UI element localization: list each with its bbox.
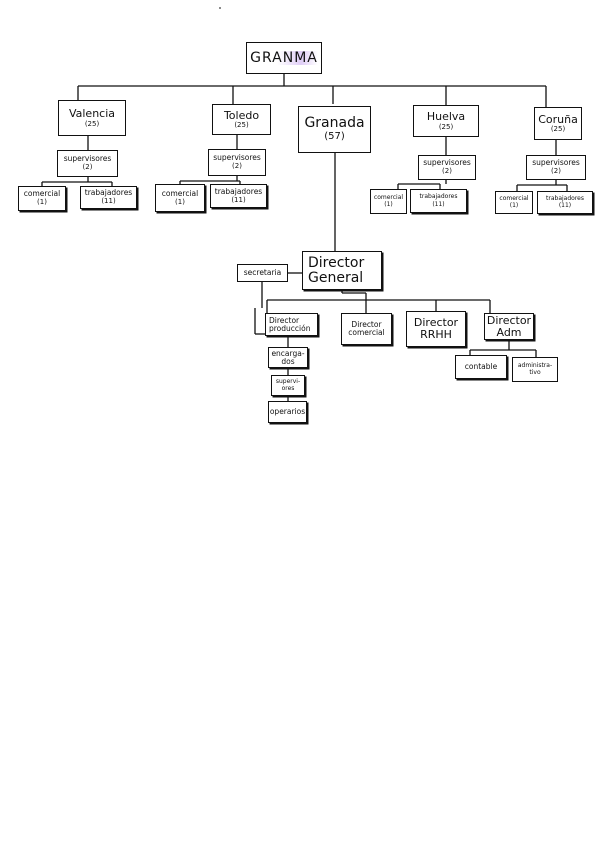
node-coruna-comercial: comercial (1) — [495, 191, 533, 214]
node-director-general: Director General — [302, 251, 382, 290]
node-secretaria: secretaria — [237, 264, 288, 282]
label: supervisores — [63, 154, 112, 164]
label: comercial — [23, 189, 61, 199]
node-toledo-count: (25) — [234, 121, 249, 130]
node-granada-label: Granada — [304, 115, 365, 132]
node-coruna-supervisores: supervisores (2) — [526, 155, 586, 180]
label: comercial — [499, 194, 529, 202]
node-toledo-label: Toledo — [223, 108, 260, 122]
node-director-rrhh: Director RRHH — [406, 311, 466, 347]
label: Director producción — [269, 315, 311, 333]
node-toledo: Toledo (25) — [212, 104, 271, 135]
label: comercial — [373, 193, 404, 201]
label: trabajadores — [214, 186, 263, 196]
node-toledo-supervisores: supervisores (2) — [208, 149, 266, 176]
label: contable — [464, 362, 498, 372]
stray-mark — [219, 7, 221, 9]
node-coruna: Coruña (25) — [534, 107, 582, 140]
node-coruna-count: (25) — [550, 125, 566, 134]
count: (2) — [82, 163, 93, 172]
label: Director General — [308, 254, 365, 286]
label: supervisores — [423, 158, 471, 168]
node-director-adm: Director Adm — [484, 313, 534, 340]
node-director-comercial: Director comercial — [341, 313, 392, 345]
node-operarios: operarios — [268, 401, 307, 423]
node-contable: contable — [455, 355, 507, 379]
node-valencia-comercial: comercial (1) — [18, 186, 66, 211]
count: (1) — [175, 197, 185, 206]
node-valencia-supervisores: supervisores (2) — [57, 150, 118, 177]
node-huelva-trabajadores: trabajadores (11) — [410, 189, 467, 213]
label: secretaria — [243, 268, 282, 278]
label: supervi-ores — [275, 378, 301, 392]
count: (11) — [101, 197, 116, 206]
node-encargados: encarga-dos — [268, 347, 308, 368]
node-huelva-count: (25) — [438, 122, 454, 131]
node-huelva-supervisores: supervisores (2) — [418, 155, 476, 180]
node-supervisores-granada: supervi-ores — [271, 375, 305, 396]
root-node-granma: GRANMA — [246, 42, 322, 74]
count: (2) — [442, 167, 452, 176]
label: operarios — [269, 407, 306, 417]
count: (11) — [558, 202, 572, 209]
node-valencia-trabajadores: trabajadores (11) — [80, 186, 137, 209]
node-toledo-comercial: comercial (1) — [155, 184, 205, 212]
node-coruna-label: Coruña — [538, 112, 578, 126]
node-huelva: Huelva (25) — [413, 105, 479, 137]
node-granada: Granada (57) — [298, 106, 371, 153]
node-valencia-count: (25) — [84, 119, 100, 128]
label: trabajadores — [84, 188, 133, 198]
count: (11) — [231, 195, 246, 204]
label: encarga-dos — [271, 348, 305, 366]
count: (1) — [37, 198, 47, 207]
label: trabajadores — [419, 193, 458, 201]
node-director-produccion: Director producción — [265, 313, 318, 336]
root-label: GRANMA — [250, 49, 318, 66]
label: administra-tivo — [517, 362, 553, 376]
label: Director comercial — [348, 320, 385, 337]
node-valencia: Valencia (25) — [58, 100, 126, 136]
label: trabajadores — [546, 194, 584, 202]
count: (1) — [509, 202, 519, 209]
count: (2) — [551, 167, 561, 176]
label: supervisores — [532, 158, 580, 168]
node-toledo-trabajadores: trabajadores (11) — [210, 184, 267, 208]
label: Director Adm — [486, 313, 532, 339]
label: supervisores — [213, 153, 261, 163]
count: (1) — [384, 201, 393, 208]
node-administrativo: administra-tivo — [512, 357, 558, 382]
node-granada-count: (57) — [324, 131, 345, 143]
node-huelva-label: Huelva — [426, 110, 466, 124]
label: Director RRHH — [413, 316, 459, 341]
node-huelva-comercial: comercial (1) — [370, 189, 407, 214]
node-coruna-trabajadores: trabajadores (11) — [537, 191, 593, 214]
label: comercial — [161, 188, 199, 198]
count: (2) — [232, 162, 242, 171]
count: (11) — [432, 200, 445, 208]
node-valencia-label: Valencia — [68, 107, 116, 121]
